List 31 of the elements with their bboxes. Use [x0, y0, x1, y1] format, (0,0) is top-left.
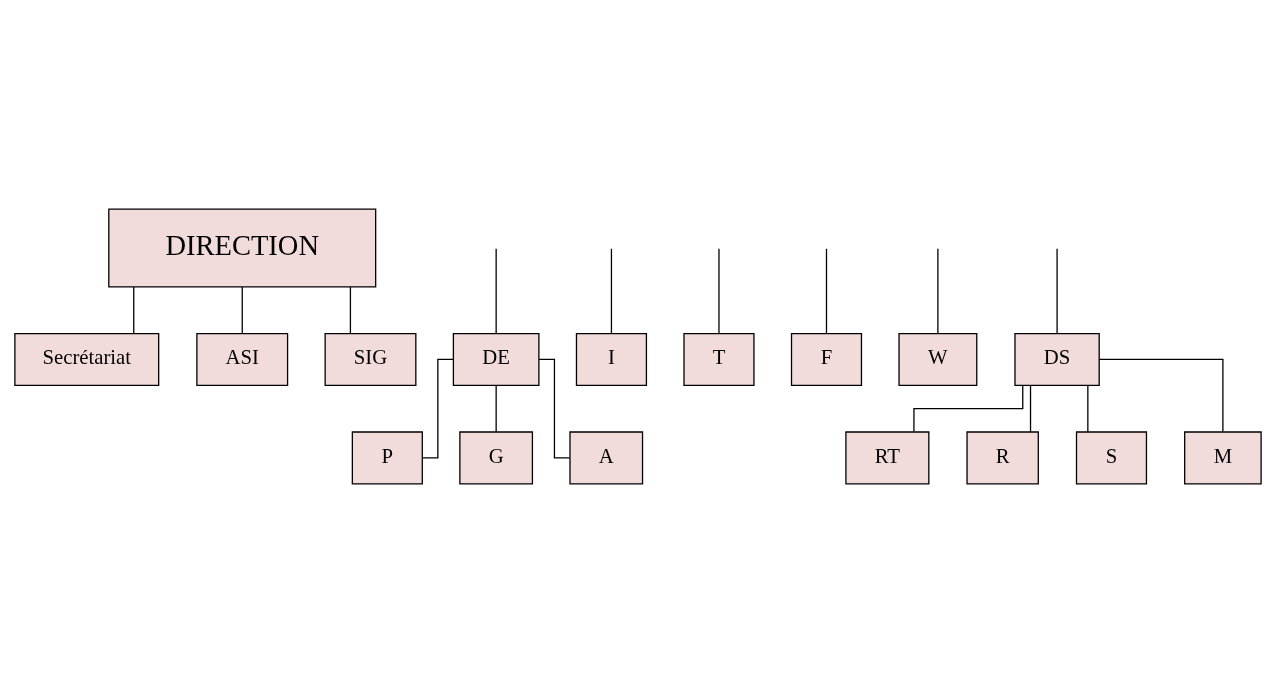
node-box: ASI	[196, 332, 289, 386]
connector	[1029, 385, 1032, 433]
connector	[937, 248, 939, 334]
connector	[1087, 385, 1089, 433]
connector	[610, 248, 613, 334]
node-box: R	[966, 431, 1039, 485]
node-box: T	[683, 332, 755, 386]
connector	[825, 248, 828, 334]
connector	[349, 286, 352, 334]
node-box: Secrétariat	[14, 332, 160, 386]
node-box: M	[1184, 431, 1262, 485]
node-box: G	[459, 431, 534, 485]
node-box: F	[790, 332, 863, 386]
connector	[133, 286, 135, 334]
node-box: RT	[845, 431, 930, 485]
node-box: W	[898, 332, 978, 386]
node-box: SIG	[324, 332, 417, 386]
node-box: DIRECTION	[108, 208, 377, 288]
connector	[495, 385, 497, 433]
node-box: S	[1075, 431, 1148, 485]
connector	[241, 286, 243, 334]
node-box: P	[351, 431, 423, 485]
connector	[718, 248, 720, 334]
node-box: DS	[1014, 332, 1100, 386]
connector	[913, 385, 1024, 433]
node-box: A	[569, 431, 644, 485]
connector	[1056, 248, 1058, 334]
node-box: I	[575, 332, 648, 386]
connector	[1098, 358, 1224, 433]
connector	[495, 248, 497, 334]
node-box: DE	[452, 332, 540, 386]
